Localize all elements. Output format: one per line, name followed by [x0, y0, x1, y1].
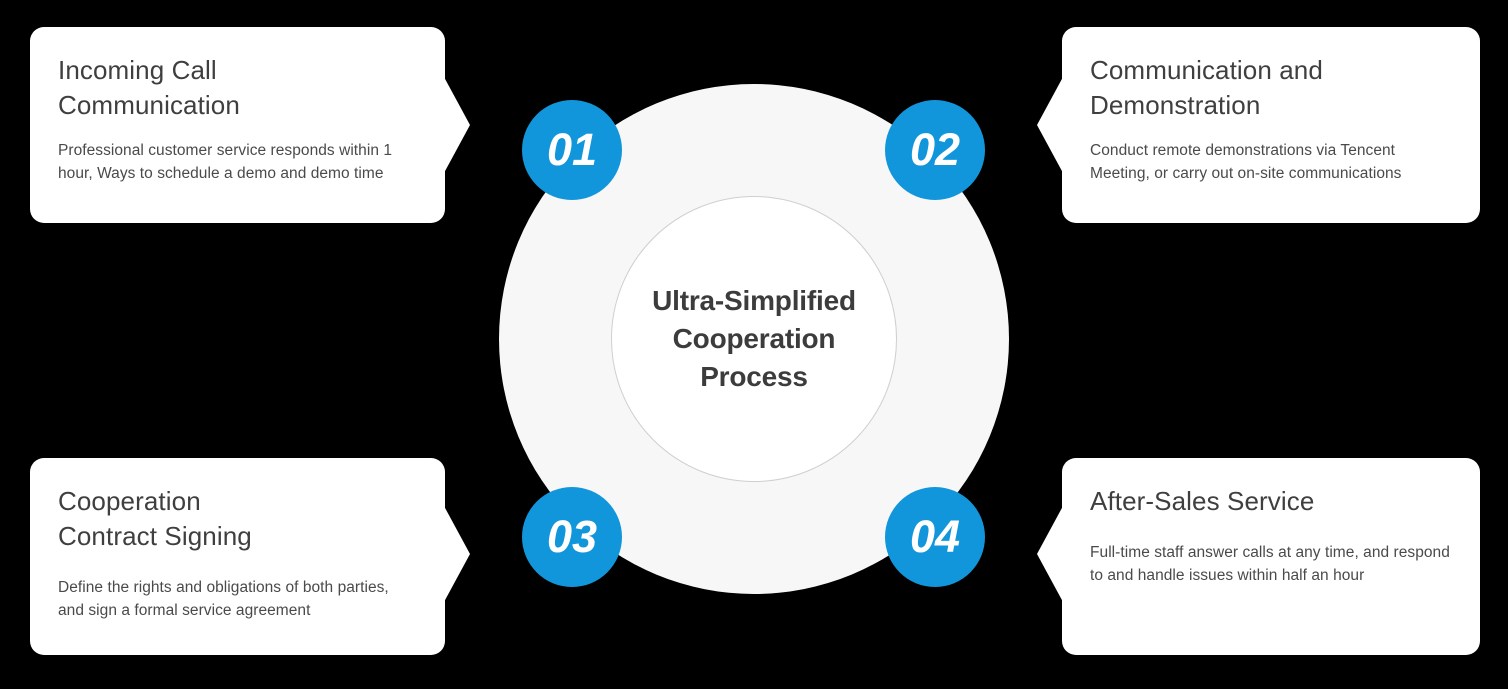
step-card-01[interactable]: Incoming Call Communication Professional…	[30, 27, 470, 223]
step-card-02-title: Communication and Demonstration	[1090, 55, 1323, 120]
step-badge-01-label: 01	[546, 123, 598, 175]
callout-pointer-icon	[444, 77, 470, 173]
step-card-03-title: Cooperation Contract Signing	[58, 486, 252, 551]
step-badge-01[interactable]: 01	[522, 100, 622, 200]
step-card-03-description: Define the rights and obligations of bot…	[58, 579, 389, 619]
step-card-02-description: Conduct remote demonstrations via Tencen…	[1090, 142, 1402, 182]
step-badge-02[interactable]: 02	[885, 100, 985, 200]
step-badge-03-label: 03	[546, 510, 598, 562]
callout-pointer-icon	[1037, 506, 1063, 602]
callout-pointer-icon	[1037, 77, 1063, 173]
step-card-04-description: Full-time staff answer calls at any time…	[1090, 544, 1450, 584]
step-card-04[interactable]: After-Sales Service Full-time staff answ…	[1037, 458, 1480, 655]
step-badge-03[interactable]: 03	[522, 487, 622, 587]
callout-pointer-icon	[444, 506, 470, 602]
step-card-04-title: After-Sales Service	[1090, 486, 1315, 516]
step-card-03[interactable]: Cooperation Contract Signing Define the …	[30, 458, 470, 655]
step-badge-02-label: 02	[909, 123, 961, 175]
center-title: Ultra-Simplified Cooperation Process	[652, 285, 856, 392]
step-card-02[interactable]: Communication and Demonstration Conduct …	[1037, 27, 1480, 223]
step-badge-04-label: 04	[909, 510, 961, 562]
step-card-01-description: Professional customer service responds w…	[58, 142, 393, 182]
step-badge-04[interactable]: 04	[885, 487, 985, 587]
step-card-01-title: Incoming Call Communication	[58, 55, 240, 120]
inner-circle: Ultra-Simplified Cooperation Process	[611, 196, 897, 482]
